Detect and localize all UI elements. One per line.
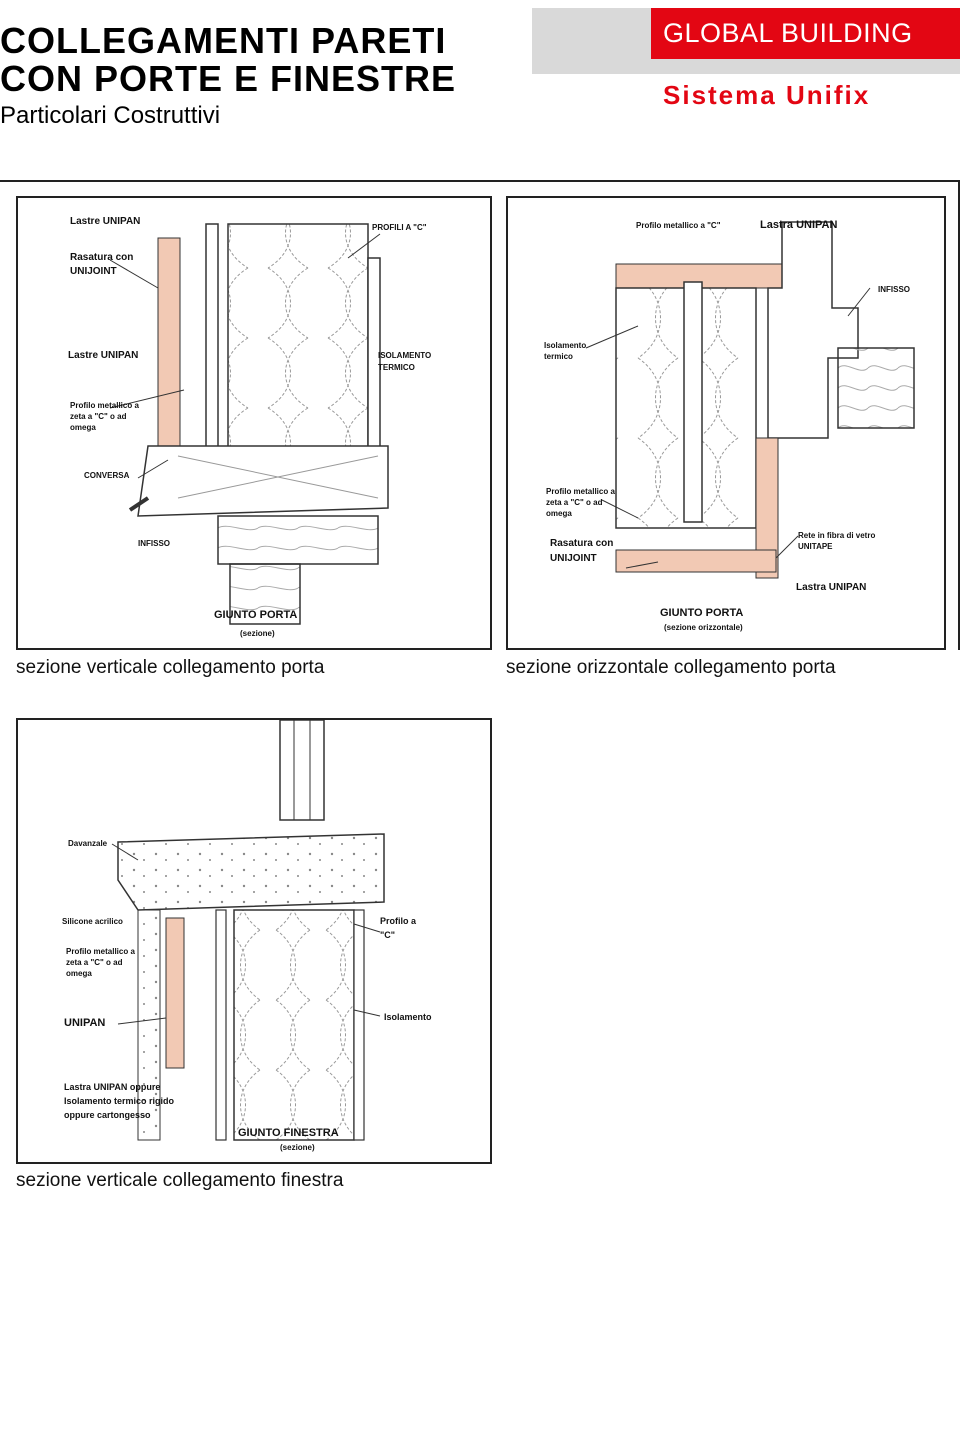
label-profilo-1: Profilo metallico a — [546, 487, 615, 496]
unipan-panel — [157, 237, 181, 449]
caption-porta-verticale: sezione verticale collegamento porta — [16, 657, 325, 678]
label-isolamento-2: termico — [544, 352, 573, 361]
label-isolamento-2: TERMICO — [378, 363, 415, 372]
caption-porta-orizzontale: sezione orizzontale collegamento porta — [506, 657, 836, 678]
label-profilo-c: Profilo metallico a "C" — [636, 221, 721, 230]
label-profilo-3: omega — [66, 969, 92, 978]
drawing-porta-orizzontale: Profilo metallico a "C" Lastra UNIPAN IN… — [506, 196, 946, 650]
label-profilo-2: zeta a "C" o ad — [66, 958, 123, 967]
label-infisso: INFISSO — [878, 285, 910, 294]
title-block: COLLEGAMENTI PARETI CON PORTE E FINESTRE… — [0, 22, 456, 130]
label-profilo-2: zeta a "C" o ad — [70, 412, 127, 421]
label-rete-1: Rete in fibra di vetro — [798, 531, 875, 540]
window-frame — [279, 720, 325, 821]
label-isolamento-1: ISOLAMENTO — [378, 351, 431, 360]
page-subtitle: Particolari Costruttivi — [0, 102, 221, 129]
label-sezione: (sezione) — [240, 629, 275, 638]
label-davanzale: Davanzale — [68, 839, 108, 848]
page-title-line-2: CON PORTE E FINESTRE — [0, 58, 457, 99]
label-lastra-unipan-top: Lastra UNIPAN — [760, 219, 837, 231]
label-giunto-porta: GIUNTO PORTA — [660, 607, 743, 619]
label-giunto-finestra: GIUNTO FINESTRA — [238, 1127, 339, 1139]
label-profilo-1: Profilo metallico a — [70, 401, 139, 410]
drawing-porta-orizzontale-svg: Profilo metallico a "C" Lastra UNIPAN IN… — [544, 219, 915, 632]
brand-system-name: Sistema Unifix — [663, 80, 871, 110]
right-divider — [958, 180, 960, 650]
label-lastra-2: Isolamento termico rigido — [64, 1096, 175, 1106]
label-profilo-c-2: "C" — [380, 930, 395, 940]
label-profilo-3: omega — [546, 509, 572, 518]
label-sezione: (sezione) — [280, 1143, 315, 1152]
door-leaf — [229, 563, 301, 625]
label-lastre-unipan: Lastre UNIPAN — [68, 350, 138, 361]
label-isolamento-1: Isolamento — [544, 341, 586, 350]
label-isolamento: Isolamento — [384, 1012, 432, 1022]
c-profile — [683, 281, 703, 523]
label-lastra-unipan: Lastra UNIPAN — [796, 582, 866, 593]
caption-finestra-verticale: sezione verticale collegamento finestra — [16, 1170, 344, 1191]
label-lastra-1: Lastra UNIPAN oppure — [64, 1082, 160, 1092]
external-finish — [137, 909, 161, 1141]
label-lastre-unipan-top: Lastre UNIPAN — [70, 216, 140, 227]
label-profilo-c-1: Profilo a — [380, 916, 417, 926]
drawing-finestra-verticale-svg: Davanzale Silicone acrilico Profilo a "C… — [62, 720, 432, 1152]
brand-name: GLOBAL BUILDING — [663, 18, 913, 48]
brand-banner — [651, 8, 960, 59]
c-profile-right — [353, 909, 365, 1141]
label-sezione: (sezione orizzontale) — [664, 623, 743, 632]
c-profile-left — [215, 909, 227, 1141]
label-rete-2: UNITAPE — [798, 542, 833, 551]
label-infisso: INFISSO — [138, 539, 170, 548]
conversa-sill — [137, 445, 389, 517]
page-title-line-1: COLLEGAMENTI PARETI — [0, 20, 447, 61]
insulation-block — [233, 909, 355, 1141]
label-rasatura-1: Rasatura con — [70, 252, 133, 263]
label-conversa: CONVERSA — [84, 471, 130, 480]
unipan-side-panel — [755, 437, 779, 579]
label-unipan: UNIPAN — [64, 1017, 105, 1029]
c-profile-left — [205, 223, 219, 453]
label-profilo-2: zeta a "C" o ad — [546, 498, 603, 507]
label-silicone: Silicone acrilico — [62, 917, 123, 926]
unipan-bottom-panel — [615, 549, 777, 573]
label-profilo-3: omega — [70, 423, 96, 432]
label-profili-c: PROFILI A "C" — [372, 223, 427, 232]
insulation-block — [227, 223, 369, 453]
label-lastra-3: oppure cartongesso — [64, 1110, 151, 1120]
drawing-porta-verticale-svg: Lastre UNIPAN PROFILI A "C" Rasatura con… — [68, 216, 431, 638]
label-rasatura-2: UNIJOINT — [550, 553, 597, 564]
label-rasatura-1: Rasatura con — [550, 538, 613, 549]
top-divider — [0, 180, 960, 182]
door-frame — [217, 515, 379, 565]
drawing-porta-verticale: Lastre UNIPAN PROFILI A "C" Rasatura con… — [16, 196, 492, 650]
drawing-finestra-verticale: Davanzale Silicone acrilico Profilo a "C… — [16, 718, 492, 1164]
label-giunto-porta: GIUNTO PORTA — [214, 609, 297, 621]
unipan-panel — [165, 917, 185, 1069]
davanzale-sill — [117, 833, 385, 911]
label-profilo-1: Profilo metallico a — [66, 947, 135, 956]
door-frame — [767, 221, 859, 439]
label-rasatura-2: UNIJOINT — [70, 266, 117, 277]
door-leaf — [837, 347, 915, 429]
